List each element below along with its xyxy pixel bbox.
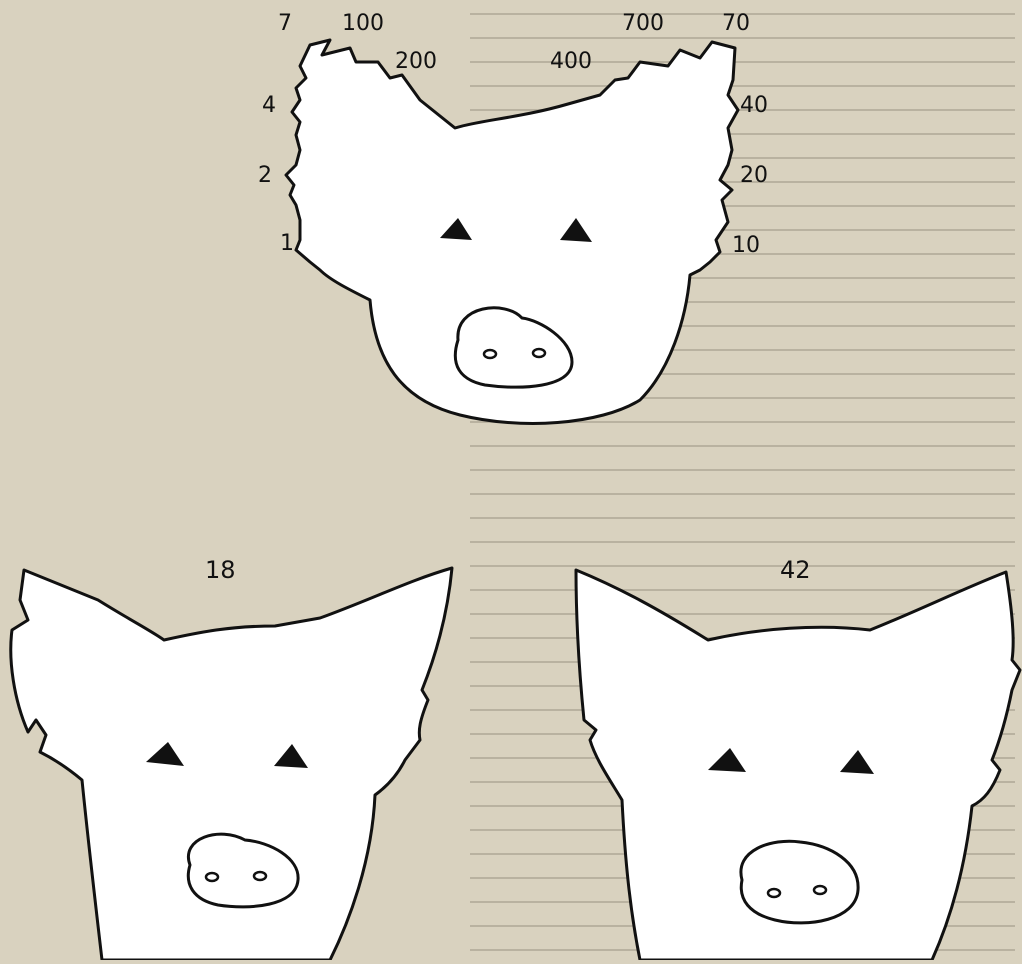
notch-label-7: 7 bbox=[278, 11, 292, 36]
pig-bottom-left-value-label: 18 bbox=[205, 556, 236, 584]
pig-bottom-right-nostril-right bbox=[814, 886, 826, 894]
notch-label-200: 200 bbox=[395, 49, 437, 74]
notch-label-400: 400 bbox=[550, 49, 592, 74]
notch-label-20: 20 bbox=[740, 163, 768, 188]
notch-label-1: 1 bbox=[280, 231, 294, 256]
pig-bottom-right-value-label: 42 bbox=[780, 556, 811, 584]
notch-label-10: 10 bbox=[732, 233, 760, 258]
notch-label-700: 700 bbox=[622, 11, 664, 36]
notch-label-70: 70 bbox=[722, 11, 750, 36]
pig-bottom-left-nostril-right bbox=[254, 872, 266, 880]
pig-bottom-left: 18 bbox=[11, 556, 452, 960]
notch-label-4: 4 bbox=[262, 93, 276, 118]
pig-bottom-right: 42 bbox=[576, 556, 1020, 960]
pig-top-nostril-left bbox=[484, 350, 496, 358]
pig-top-nostril-right bbox=[533, 349, 545, 357]
pig-top: 7 100 200 4 2 1 700 70 400 40 20 10 bbox=[258, 11, 768, 423]
notch-label-100: 100 bbox=[342, 11, 384, 36]
notch-label-2: 2 bbox=[258, 163, 272, 188]
pig-bottom-right-nostril-left bbox=[768, 889, 780, 897]
pig-bottom-left-nostril-left bbox=[206, 873, 218, 881]
notch-label-40: 40 bbox=[740, 93, 768, 118]
